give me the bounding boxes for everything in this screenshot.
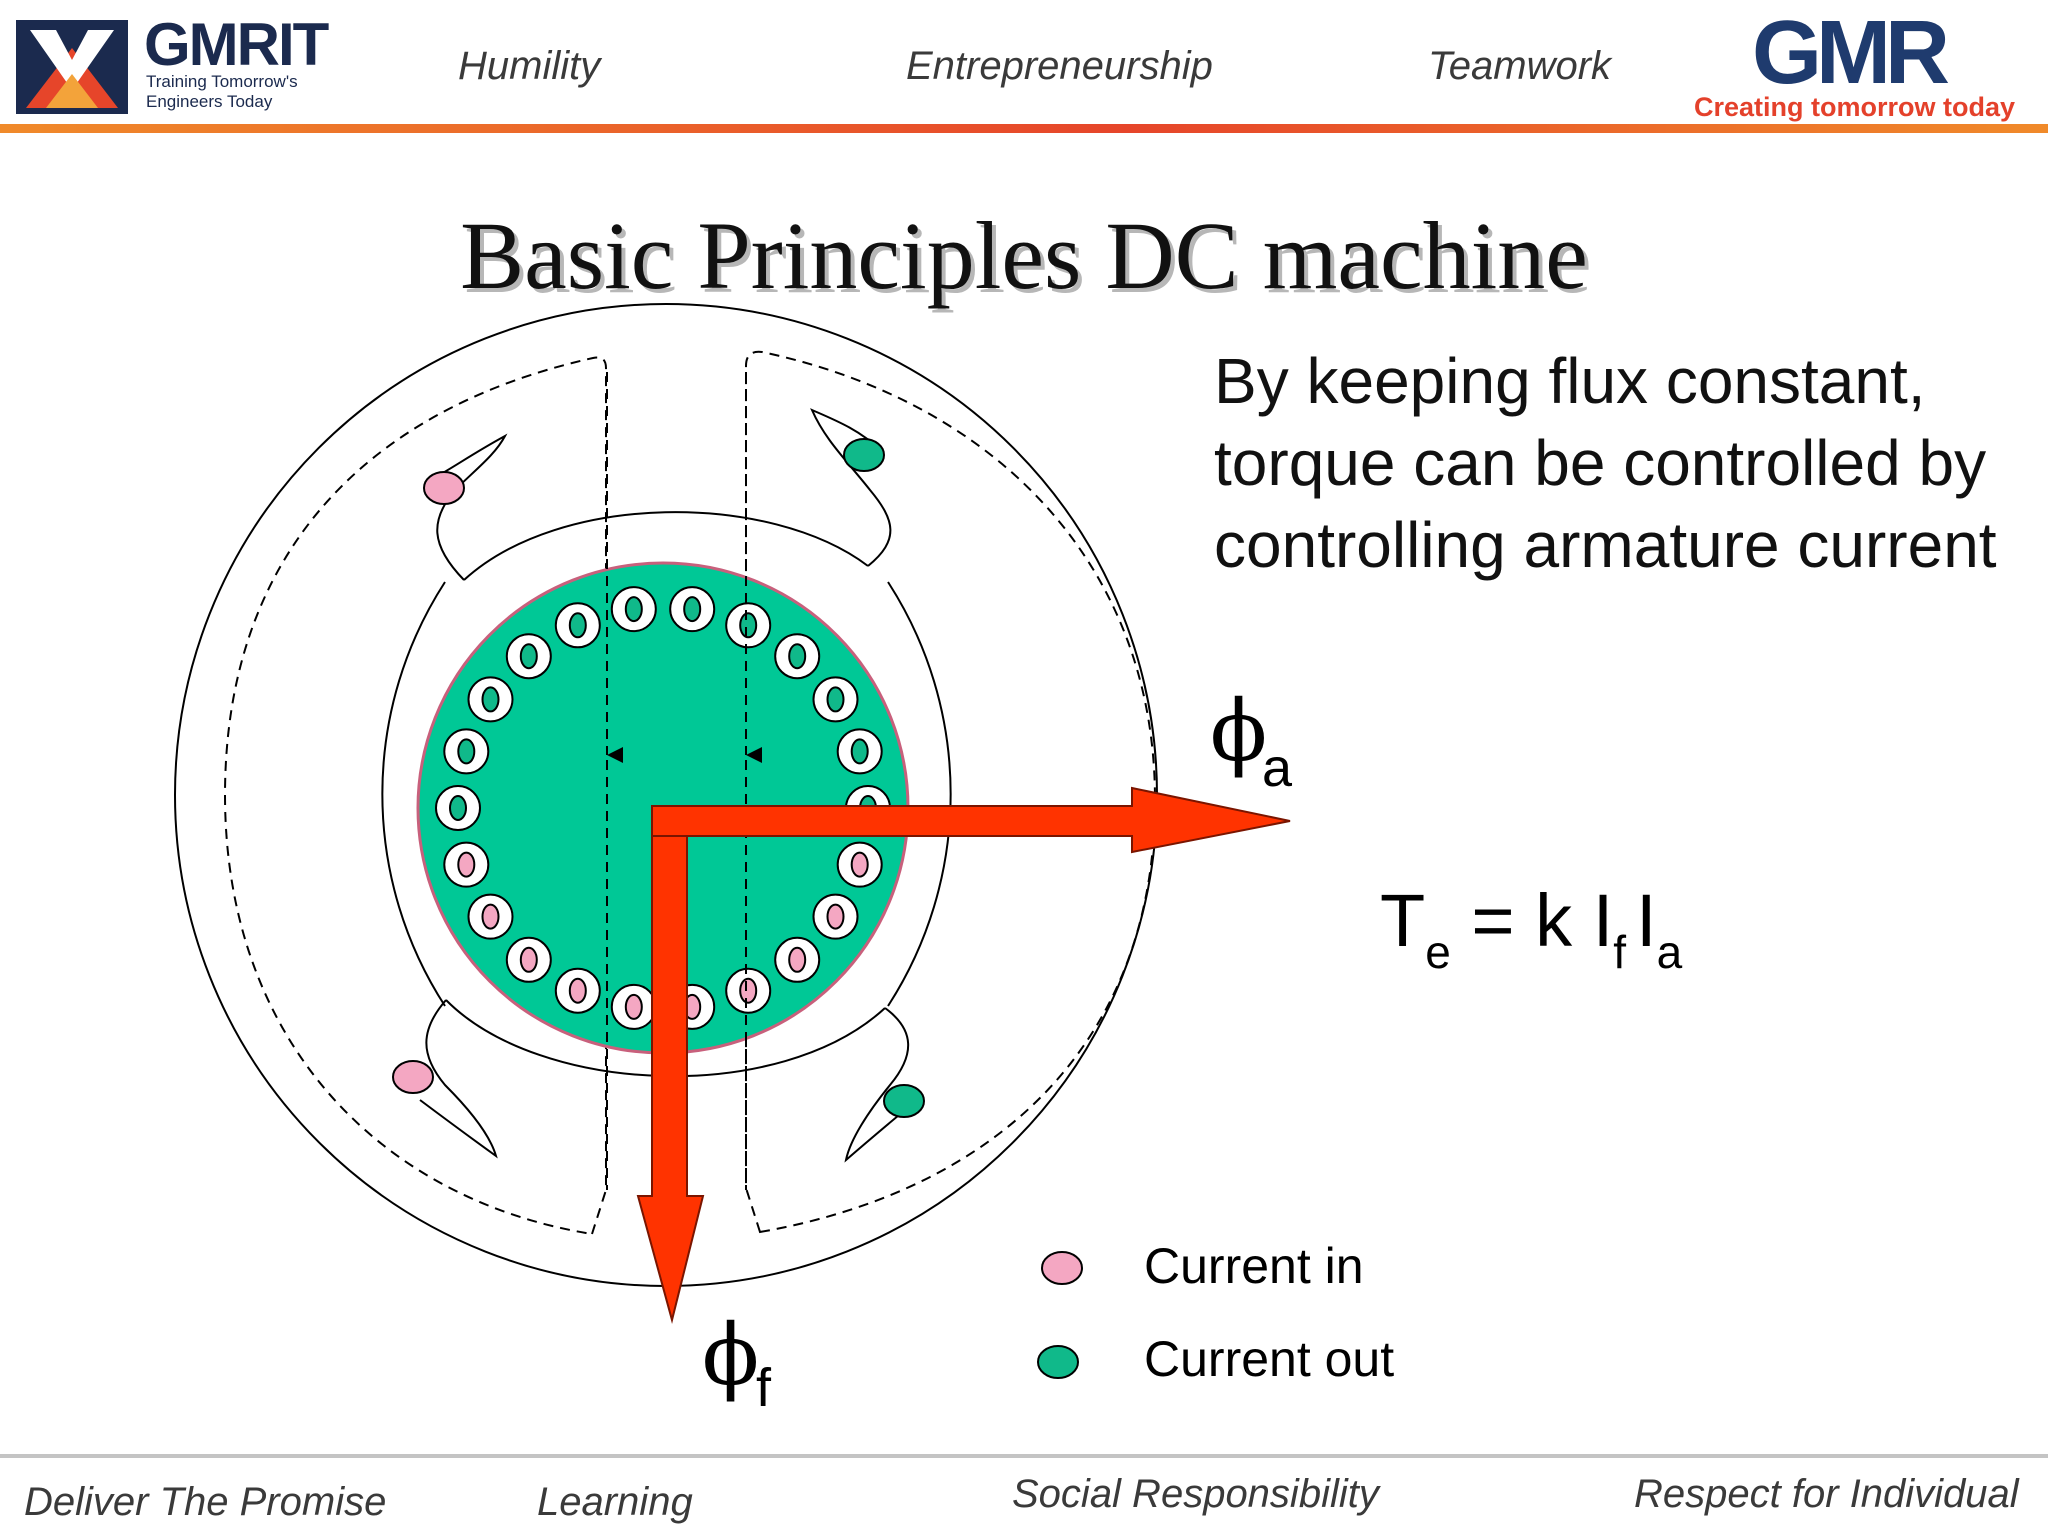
armature-conductor-out: [683, 596, 702, 623]
footer-divider: [0, 1454, 2048, 1458]
armature-conductor-out: [624, 596, 643, 623]
phi-a-subscript: a: [1262, 738, 1293, 798]
legend-current-in-marker: [1041, 1251, 1083, 1285]
armature-conductor-out: [826, 686, 845, 713]
armature-conductor-out: [739, 612, 758, 639]
value-teamwork: Teamwork: [1428, 44, 1612, 88]
armature-conductor-in: [624, 993, 643, 1020]
armature-conductor-in: [519, 946, 538, 973]
gmrit-logo-icon: [16, 20, 128, 114]
stator-left-arc: [381, 581, 446, 1007]
value-humility: Humility: [458, 44, 601, 88]
value-deliver-the-promise: Deliver The Promise: [24, 1480, 387, 1524]
field-conductor-in: [423, 471, 465, 505]
gmr-tagline: Creating tomorrow today: [1694, 92, 2016, 122]
armature-conductor-in: [788, 946, 807, 973]
pole-horn-top-left: [429, 433, 508, 581]
gmr-logo: GMR: [1752, 3, 1950, 103]
value-entrepreneurship: Entrepreneurship: [906, 44, 1213, 88]
value-social-responsibility: Social Responsibility: [1012, 1472, 1379, 1516]
armature-conductor-out: [449, 795, 467, 821]
value-respect-for-individual: Respect for Individual: [1634, 1472, 2019, 1516]
field-conductor-out: [883, 1084, 925, 1118]
pole-horn-bottom-left: [419, 999, 498, 1159]
field-conductor-out: [843, 438, 885, 472]
armature-conductor-out: [850, 738, 869, 765]
top-pole-face: [463, 511, 869, 581]
field-conductor-in: [392, 1060, 434, 1094]
armature-conductor-out: [481, 686, 500, 713]
armature-conductor-out: [519, 643, 538, 670]
armature-conductor-in: [568, 977, 587, 1004]
flux-path-right: [745, 350, 1157, 1234]
phi-f-subscript: f: [756, 1358, 772, 1418]
slide-title: Basic Principles DC machine: [460, 202, 1588, 309]
armature-conductor-in: [481, 903, 500, 930]
armature-conductor-in: [826, 903, 845, 930]
header: GMRIT Training Tomorrow's Engineers Toda…: [0, 0, 2048, 140]
slide-statement: By keeping flux constant, torque can be …: [1214, 345, 1997, 581]
armature-slots: [435, 586, 891, 1030]
gmrit-tagline: Training Tomorrow's Engineers Today: [146, 72, 298, 111]
armature-conductor-in: [850, 851, 869, 878]
value-learning: Learning: [537, 1480, 693, 1524]
legend-current-out-marker: [1037, 1345, 1079, 1379]
flux-path-left: [223, 356, 607, 1236]
legend-current-in-label: Current in: [1144, 1238, 1364, 1294]
phi-a-symbol: ϕ: [1210, 682, 1267, 780]
phi-f-symbol: ϕ: [702, 1306, 759, 1404]
armature-conductor-in: [457, 851, 476, 878]
pole-horn-bottom-right: [844, 1007, 916, 1163]
gmrit-name: GMRIT: [144, 11, 329, 78]
armature-conductor-out: [568, 612, 587, 639]
armature-conductor-in: [739, 977, 758, 1004]
legend-current-out-label: Current out: [1144, 1331, 1394, 1387]
stator-right-arc: [887, 581, 952, 1007]
phi-a-arrow: [651, 786, 1291, 854]
armature-conductor-out: [788, 643, 807, 670]
phi-f-arrow: [636, 815, 705, 1324]
header-divider: [0, 124, 2048, 133]
armature-conductor-out: [457, 738, 476, 765]
